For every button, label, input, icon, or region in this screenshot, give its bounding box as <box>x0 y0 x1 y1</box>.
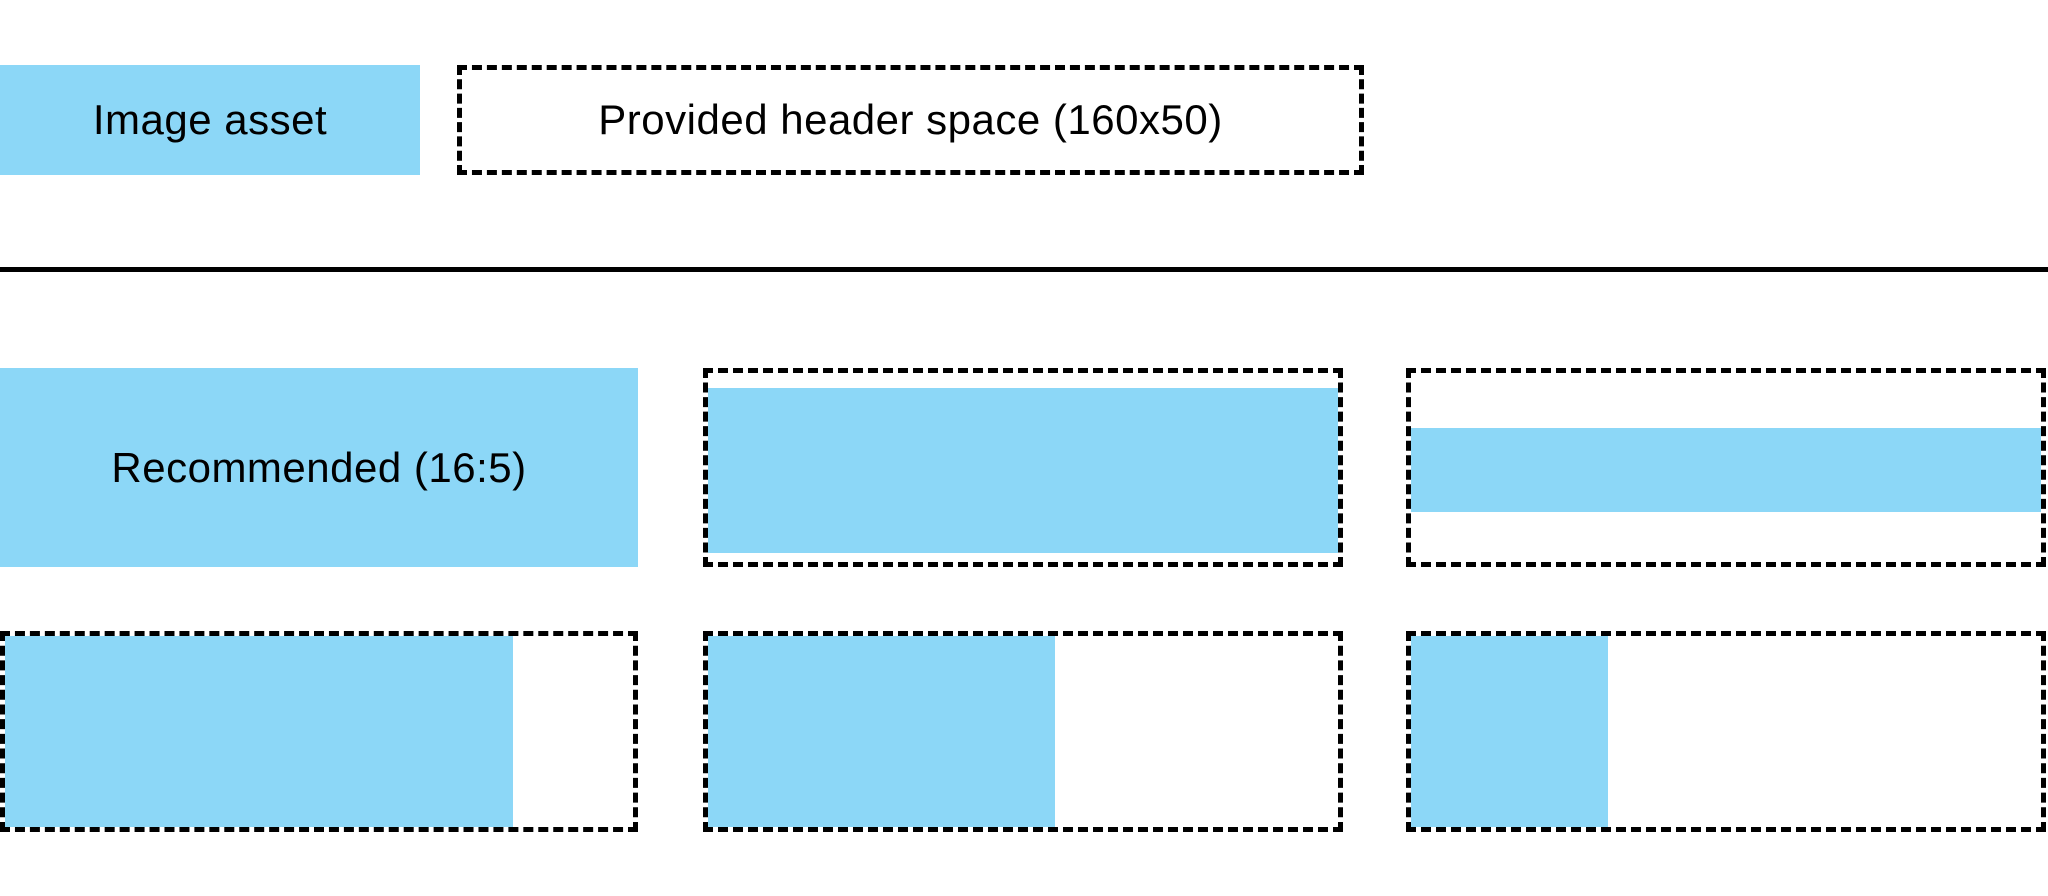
example-box-recommended: Recommended (16:5) <box>0 368 638 567</box>
legend-image-asset-swatch: Image asset <box>0 65 420 175</box>
image-asset-fill <box>0 368 638 567</box>
legend-image-asset-label: Image asset <box>92 96 328 143</box>
image-asset-fill <box>1411 636 1609 827</box>
legend-header-space-label: Provided header space (160x50) <box>598 96 1223 143</box>
example-box-partial-width-55 <box>703 631 1343 832</box>
image-asset-fill <box>1411 427 2041 512</box>
section-divider <box>0 267 2048 272</box>
recommended-label: Recommended (16:5) <box>111 443 527 491</box>
image-asset-fill <box>5 636 514 827</box>
example-box-partial-width-81 <box>0 631 638 832</box>
example-box-partial-width-31 <box>1406 631 2046 832</box>
example-box-full-width-top-inset <box>703 368 1343 567</box>
example-box-center-band <box>1406 368 2046 567</box>
image-asset-fill <box>708 387 1338 553</box>
legend-header-space-box: Provided header space (160x50) <box>457 65 1364 175</box>
image-asset-fill <box>708 636 1056 827</box>
